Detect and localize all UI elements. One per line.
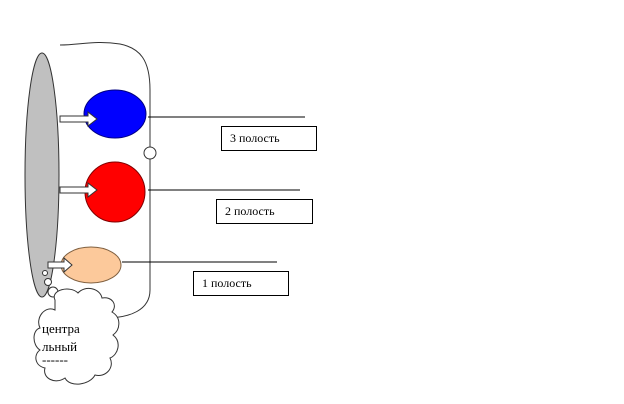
label-cavity1: 1 полость <box>193 271 289 296</box>
cloud-shape <box>33 287 120 385</box>
small-circle <box>42 270 48 276</box>
cloud-line-3: ------ <box>42 356 68 364</box>
central-gray-ellipse <box>24 52 60 298</box>
cloud-line-1: центра <box>42 321 80 336</box>
valve-circle <box>143 146 157 160</box>
arrow-icon <box>47 256 73 274</box>
cloud-line-2: льный <box>42 339 78 354</box>
arrow-icon <box>59 181 98 199</box>
arrow-icon <box>59 110 98 128</box>
small-circle <box>44 278 52 286</box>
label-cavity2: 2 полость <box>216 199 313 224</box>
cavity3-blue <box>83 89 147 139</box>
label-cavity3: 3 полость <box>221 126 317 151</box>
container-outline <box>59 41 151 319</box>
cloud-text: центра льный ------ <box>42 320 80 364</box>
